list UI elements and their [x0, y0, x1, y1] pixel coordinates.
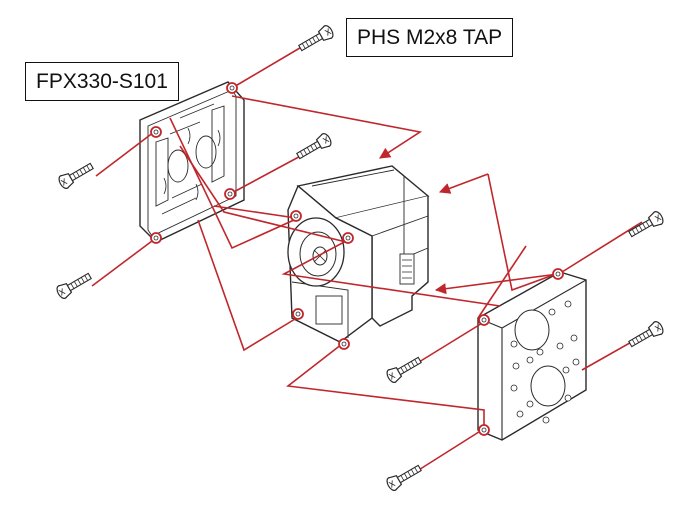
assembly-lines — [91, 41, 643, 479]
phillips-head-screw-icon — [294, 131, 334, 163]
phillips-head-screw-icon — [54, 269, 94, 301]
guide-line — [95, 131, 155, 177]
hole-marker — [552, 268, 564, 280]
phillips-head-screw-icon — [626, 209, 666, 241]
phillips-head-screw-icon — [626, 319, 666, 351]
hole-marker — [226, 82, 238, 94]
hole-marker — [478, 424, 490, 436]
frame-right — [477, 271, 587, 441]
guide-line — [179, 145, 347, 243]
phillips-head-screw-icon — [384, 353, 424, 385]
hole-marker — [292, 308, 304, 320]
guide-line — [487, 173, 557, 292]
frame-left — [139, 81, 245, 243]
hole-marker — [342, 232, 354, 244]
hole-marker — [338, 338, 350, 350]
phillips-head-screw-icon — [384, 461, 424, 493]
guide-line — [213, 205, 297, 219]
screw-part-label: PHS M2x8 TAP — [346, 18, 514, 57]
hole-marker — [150, 126, 162, 138]
hole-marker — [150, 232, 162, 244]
hole-marker — [224, 188, 236, 200]
phillips-head-screw-icon — [56, 159, 96, 191]
guide-line — [91, 237, 157, 287]
guide-line — [477, 245, 527, 319]
servo-body — [287, 165, 430, 343]
guide-line — [231, 41, 311, 89]
hole-marker — [478, 314, 490, 326]
guide-line — [231, 95, 423, 159]
guide-line — [285, 343, 485, 428]
guide-line — [561, 221, 643, 273]
guide-line — [281, 239, 501, 307]
frame-part-label: FPX330-S101 — [25, 62, 179, 101]
guide-line — [434, 273, 559, 295]
guide-line — [197, 219, 301, 352]
phillips-head-screw-icon — [296, 23, 336, 55]
guide-line — [438, 173, 489, 194]
hole-marker — [290, 210, 302, 222]
guide-line — [229, 151, 309, 195]
